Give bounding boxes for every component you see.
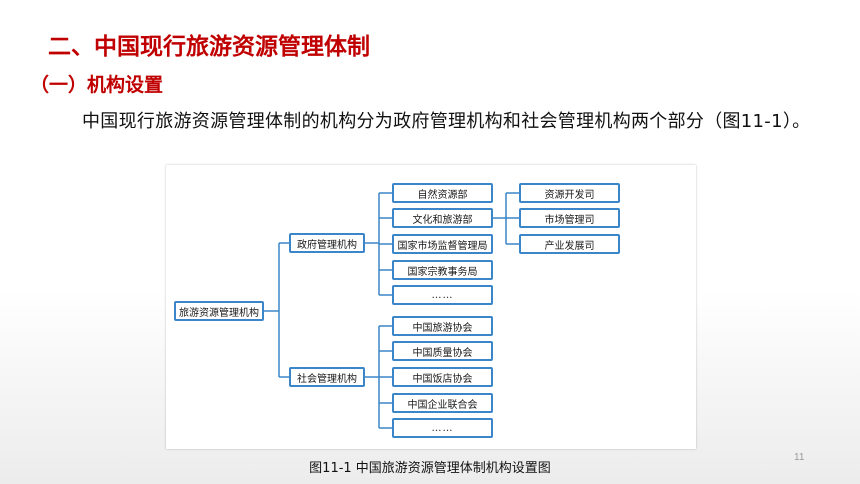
section-subtitle: （一）机构设置 — [30, 74, 164, 96]
node-sub-department: 市场管理司 — [519, 208, 620, 228]
node-social-child: 中国饭店协会 — [392, 367, 493, 387]
node-gov-child: …… — [392, 285, 493, 305]
node-sub-department: 产业发展司 — [519, 234, 620, 254]
body-paragraph: 中国现行旅游资源管理体制的机构分为政府管理机构和社会管理机构两个部分（图11-1… — [82, 111, 811, 132]
connector-social — [365, 325, 392, 429]
page-number: 11 — [794, 452, 805, 463]
org-chart-connectors — [264, 192, 519, 429]
node-social-child: 中国企业联合会 — [392, 393, 493, 413]
node-gov-child: 文化和旅游部 — [392, 208, 493, 228]
connector-government — [365, 192, 392, 296]
node-gov-child: 国家宗教事务局 — [392, 260, 493, 280]
node-root: 旅游资源管理机构 — [174, 301, 264, 321]
node-gov-child: 国家市场监督管理局 — [392, 234, 493, 254]
node-gov-child: 自然资源部 — [392, 183, 493, 203]
node-government: 政府管理机构 — [289, 233, 365, 253]
org-chart-diagram: 旅游资源管理机构 政府管理机构 社会管理机构 自然资源部 文化和旅游部 国家市场… — [166, 165, 696, 449]
node-social-child: 中国质量协会 — [392, 341, 493, 361]
connector-root — [264, 242, 289, 378]
connector-culture-tourism — [493, 192, 519, 245]
node-social-child: …… — [392, 418, 493, 438]
slide-title: 二、中国现行旅游资源管理体制 — [48, 34, 370, 60]
node-sub-department: 资源开发司 — [519, 183, 620, 203]
node-social-child: 中国旅游协会 — [392, 316, 493, 336]
figure-caption: 图11-1 中国旅游资源管理体制机构设置图 — [309, 461, 551, 476]
node-social: 社会管理机构 — [289, 367, 365, 387]
